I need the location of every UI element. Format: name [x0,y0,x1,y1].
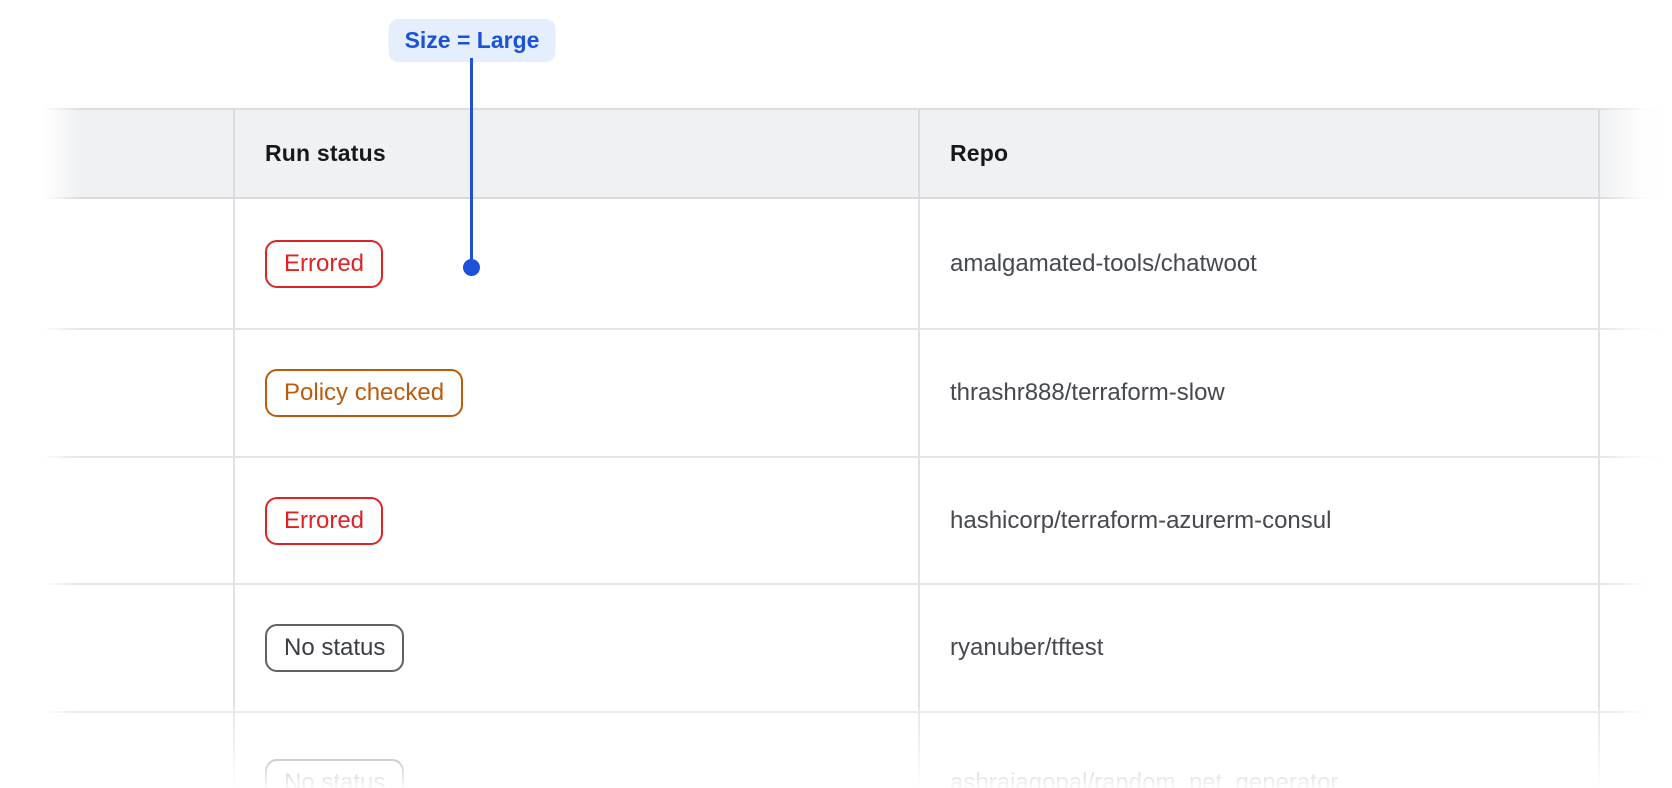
repo-cell: ashrajagopal/random_pet_generator [918,713,1598,788]
clipped-cell [1598,199,1672,328]
repo-cell: thrashr888/terraform-slow [918,330,1598,456]
clipped-cell [1598,330,1672,456]
column-header-empty [43,110,233,197]
empty-cell [43,199,233,328]
column-header-repo: Repo [918,110,1598,197]
run-status-cell: No status [233,585,918,711]
run-status-badge: Errored [265,496,384,545]
clipped-cell [1598,585,1672,711]
empty-cell [43,585,233,711]
run-status-cell: Errored [233,458,918,583]
empty-cell [43,458,233,583]
table-header-row: Run status Repo [43,108,1672,199]
size-annotation-dot [463,259,480,276]
run-status-badge: No status [265,759,405,788]
run-status-badge: Policy checked [265,369,464,417]
runs-table: Run status Repo Errored amalgamated-tool… [43,108,1672,788]
table-row[interactable]: Errored hashicorp/terraform-azurerm-cons… [43,458,1672,585]
table-row[interactable]: No status ashrajagopal/random_pet_genera… [43,713,1672,788]
clipped-cell [1598,713,1672,788]
repo-cell: hashicorp/terraform-azurerm-consul [918,458,1598,583]
run-status-badge: Errored [265,239,384,288]
empty-cell [43,713,233,788]
run-status-cell: Errored [233,199,918,328]
column-header-clipped [1598,110,1672,197]
run-status-cell: Policy checked [233,330,918,456]
run-status-badge: No status [265,624,405,672]
size-annotation-line [470,58,473,260]
table-row[interactable]: Errored amalgamated-tools/chatwoot [43,199,1672,330]
table-row[interactable]: Policy checked thrashr888/terraform-slow [43,330,1672,458]
repo-cell: ryanuber/tftest [918,585,1598,711]
repo-cell: amalgamated-tools/chatwoot [918,199,1598,328]
run-status-cell: No status [233,713,918,788]
clipped-cell [1598,458,1672,583]
table-row[interactable]: No status ryanuber/tftest [43,585,1672,713]
column-header-run-status: Run status [233,110,918,197]
size-annotation-label: Size = Large [388,19,556,62]
empty-cell [43,330,233,456]
